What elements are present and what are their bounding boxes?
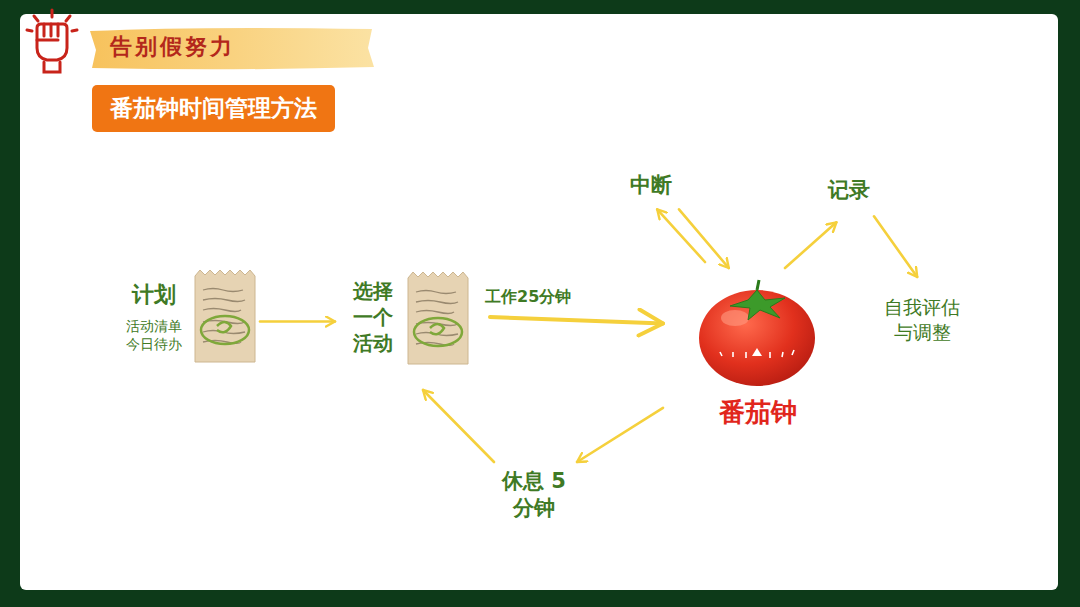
node-label: 计划 <box>118 281 190 310</box>
flow-arrow <box>679 209 729 268</box>
brush-band <box>90 28 374 69</box>
interrupt-node: 中断 <box>630 172 672 199</box>
flow-arrow <box>874 216 917 277</box>
node-label: 选择 一个 活动 <box>345 278 401 356</box>
node-label: 自我评估 与调整 <box>874 295 970 344</box>
record-node: 记录 <box>828 177 870 204</box>
node-label: 记录 <box>828 177 870 204</box>
flow-arrow <box>785 222 836 268</box>
flow-arrow <box>657 209 705 262</box>
edge-label: 工作25分钟 <box>482 287 574 308</box>
flow-arrow <box>577 408 663 462</box>
note-paper <box>408 272 468 364</box>
flow-arrow <box>490 317 663 323</box>
activity-node: 选择 一个 活动 <box>345 272 465 362</box>
flow-arrow <box>260 320 335 323</box>
node-note: 活动清单 今日待办 <box>118 317 190 353</box>
node-label: 番茄钟 <box>695 396 820 430</box>
flow-arrow <box>423 390 494 462</box>
node-label: 休息 5分钟 <box>496 468 572 523</box>
plan-node: 计划活动清单 今日待办 <box>118 272 258 362</box>
node-label: 中断 <box>630 172 672 199</box>
fist-icon <box>27 10 77 72</box>
rest-node: 休息 5分钟 <box>496 468 572 523</box>
title-box: 番茄钟时间管理方法 <box>92 85 335 132</box>
banner-text: 告别假努力 <box>110 32 235 62</box>
note-paper <box>195 270 255 362</box>
evaluate-node: 自我评估 与调整 <box>874 295 970 344</box>
title: 番茄钟时间管理方法 <box>110 93 317 124</box>
tomato-timer <box>699 280 815 386</box>
tomato-node: 番茄钟 <box>695 282 820 430</box>
